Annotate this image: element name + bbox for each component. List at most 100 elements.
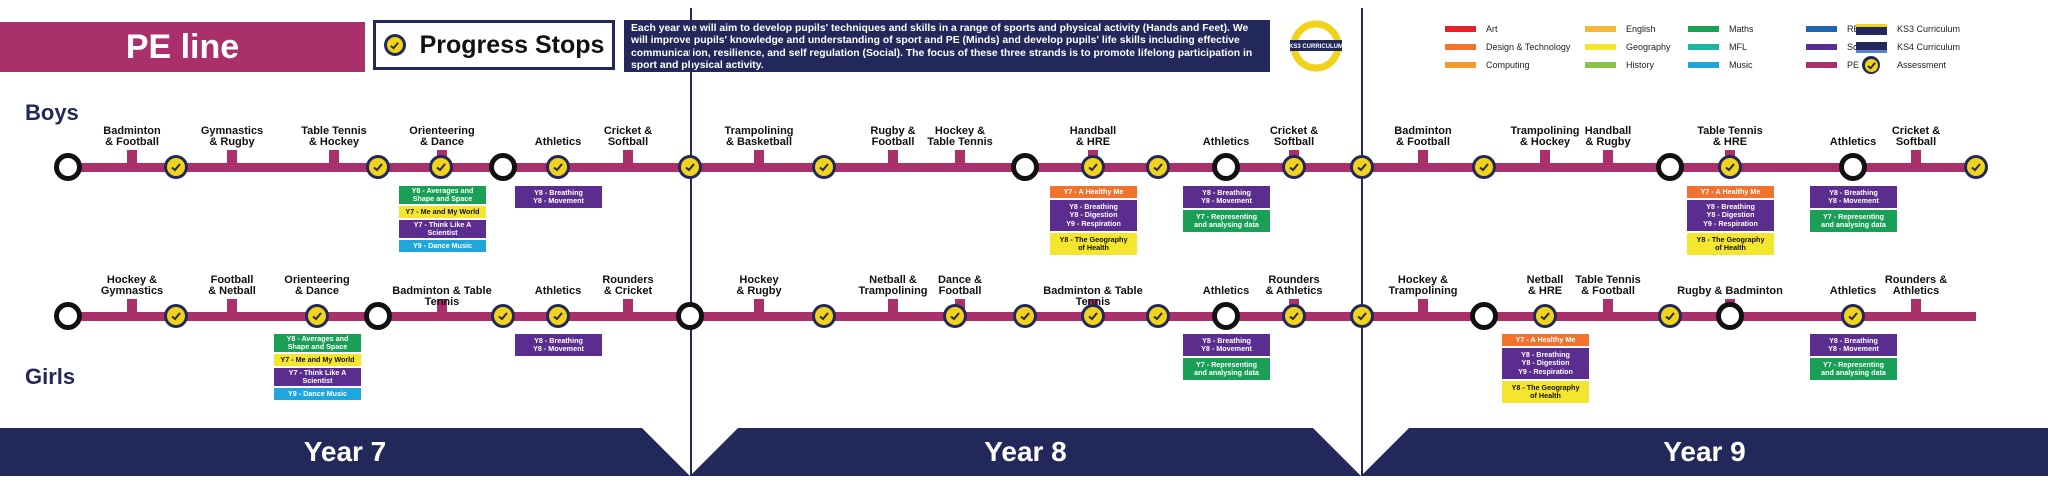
- route-label: Badminton & Table Tennis: [392, 285, 492, 308]
- check-icon-inner: [1353, 158, 1371, 176]
- route-label: Netball & HRE: [1526, 274, 1564, 297]
- route-tick: [754, 150, 764, 164]
- year-divider: [1361, 8, 1363, 476]
- page-title: PE line: [0, 22, 365, 72]
- route-label: Trampolining & Basketball: [724, 125, 794, 148]
- assessment-check-icon: [491, 304, 515, 328]
- check-icon-inner: [1721, 158, 1739, 176]
- assessment-check-icon: [1718, 155, 1742, 179]
- route-label: Badminton & Table Tennis: [1043, 285, 1143, 308]
- stop-circle: [1839, 153, 1867, 181]
- check-icon-inner: [549, 307, 567, 325]
- legend-label: MFL: [1729, 42, 1747, 52]
- route-label: Rounders & Athletics: [1265, 274, 1323, 297]
- legend-item: History: [1585, 56, 1654, 74]
- check-icon-inner: [1285, 307, 1303, 325]
- ks4-swatch: [1856, 41, 1887, 53]
- legend-swatch: [1688, 62, 1719, 68]
- check-icon-inner: [1967, 158, 1985, 176]
- legend-label: Design & Technology: [1486, 42, 1571, 52]
- link-box: Y8 - The Geography of Health: [1050, 233, 1137, 255]
- route-label: Handball & Rugby: [1584, 125, 1632, 148]
- check-icon-inner: [1285, 158, 1303, 176]
- link-box: Y9 - Dance Music: [399, 240, 486, 252]
- legend-item: English: [1585, 20, 1656, 38]
- legend-swatch: [1445, 62, 1476, 68]
- stop-circle: [1212, 153, 1240, 181]
- check-icon-inner: [1084, 307, 1102, 325]
- route-tick: [227, 150, 237, 164]
- check-icon: [383, 34, 406, 56]
- link-box: Y8 - Breathing Y8 - Digestion Y9 - Respi…: [1050, 200, 1137, 231]
- link-box: Y8 - The Geography of Health: [1687, 233, 1774, 255]
- link-box: Y8 - The Geography of Health: [1502, 381, 1589, 403]
- progress-stops-key: Progress Stops: [373, 20, 615, 70]
- assessment-check-icon: [812, 155, 836, 179]
- assessment-check-icon: [1282, 155, 1306, 179]
- link-box: Y7 - Representing and analysing data: [1810, 210, 1897, 232]
- legend-label: Assessment: [1897, 60, 1947, 70]
- legend-item: KS3 Curriculum: [1856, 20, 1960, 38]
- assessment-check-icon: [1533, 304, 1557, 328]
- assessment-check-icon: [1081, 304, 1105, 328]
- check-icon-inner: [1536, 307, 1554, 325]
- route-tick: [437, 299, 447, 313]
- legend-swatch: [1806, 62, 1837, 68]
- link-box: Y8 - Breathing Y8 - Movement: [515, 186, 602, 208]
- link-box: Y8 - Breathing Y8 - Movement: [1183, 186, 1270, 208]
- legend-item: Assessment: [1856, 56, 1946, 74]
- year-bars: [0, 428, 2048, 476]
- ks3-swatch: [1856, 23, 1887, 35]
- link-box: Y7 - Think Like A Scientist: [399, 220, 486, 238]
- link-box: Y7 - A Healthy Me: [1687, 186, 1774, 198]
- assessment-check-icon: [1658, 304, 1682, 328]
- legend-label: English: [1626, 24, 1656, 34]
- stop-circle: [364, 302, 392, 330]
- link-box: Y7 - Think Like A Scientist: [274, 368, 361, 386]
- assessment-check-icon: [812, 304, 836, 328]
- legend-item: Music: [1688, 56, 1753, 74]
- check-icon-inner: [369, 158, 387, 176]
- route-label: Athletics: [534, 136, 582, 148]
- link-box: Y7 - Representing and analysing data: [1183, 210, 1270, 232]
- check-icon-inner: [815, 158, 833, 176]
- legend-label: RE: [1847, 24, 1860, 34]
- check-icon-inner: [308, 307, 326, 325]
- legend-swatch: [1806, 44, 1837, 50]
- route-label: Athletics: [1202, 136, 1250, 148]
- link-box: Y8 - Breathing Y8 - Movement: [1810, 186, 1897, 208]
- legend-swatch: [1585, 44, 1616, 50]
- route-tick: [329, 150, 339, 164]
- legend-label: Music: [1729, 60, 1753, 70]
- assessment-check-icon: [305, 304, 329, 328]
- link-box: Y7 - Me and My World: [274, 354, 361, 366]
- route-label: Athletics: [1202, 285, 1250, 297]
- progress-stops-label: Progress Stops: [419, 30, 605, 59]
- route-tick: [1603, 150, 1613, 164]
- check-icon-inner: [1844, 307, 1862, 325]
- legend-label: Geography: [1626, 42, 1671, 52]
- assessment-check-icon: [1841, 304, 1865, 328]
- check-icon-inner: [167, 307, 185, 325]
- route-label: Rounders & Athletics: [1884, 274, 1948, 297]
- route-tick: [1603, 299, 1613, 313]
- link-box: Y8 - Breathing Y8 - Digestion Y9 - Respi…: [1687, 200, 1774, 231]
- route-tick: [227, 299, 237, 313]
- route-label: Cricket & Softball: [1891, 125, 1941, 148]
- route-label: Dance & Football: [937, 274, 983, 297]
- intro-text: Each year we will aim to develop pupils'…: [624, 20, 1270, 72]
- route-label: Gymnastics & Rugby: [200, 125, 264, 148]
- legend-item: Design & Technology: [1445, 38, 1570, 56]
- route-label: Athletics: [1829, 285, 1877, 297]
- route-tick: [888, 299, 898, 313]
- check-icon-inner: [1661, 307, 1679, 325]
- route-tick: [127, 299, 137, 313]
- assessment-check-icon: [546, 155, 570, 179]
- check-icon-inner: [681, 158, 699, 176]
- stop-circle: [1656, 153, 1684, 181]
- assessment-check-icon: [429, 155, 453, 179]
- check-icon-inner: [946, 307, 964, 325]
- link-box: Y7 - Representing and analysing data: [1183, 358, 1270, 380]
- legend-swatch: [1688, 44, 1719, 50]
- link-box: Y8 - Averages and Shape and Space: [399, 186, 486, 204]
